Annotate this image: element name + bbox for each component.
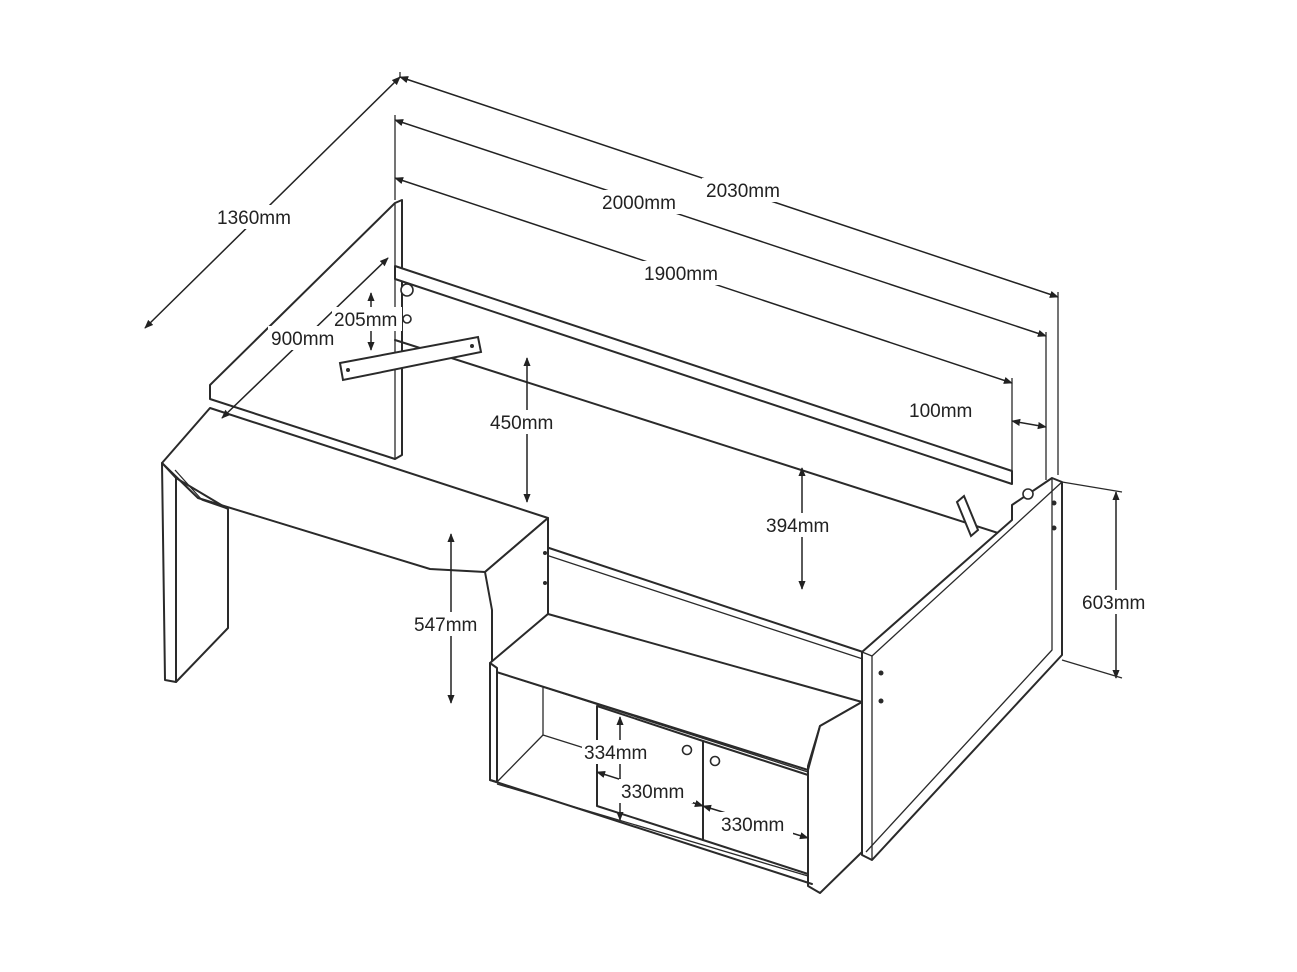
desk-clearance-label: 450mm [490,413,553,434]
overall-length-label: 2030mm [706,181,780,202]
desk-leg-panel [161,462,177,683]
mattress-width-label: 900mm [271,329,334,350]
overall-width-label: 1360mm [217,208,291,229]
desk-height-label: 547mm [414,615,477,636]
underbed-height-label: 394mm [766,516,829,537]
compartment-width-right-label: 330mm [721,815,784,836]
storage-left-panel [489,662,498,783]
compartment-width-left-label: 330mm [621,782,684,803]
mattress-length-label: 1900mm [644,264,718,285]
headboard-offset-label: 100mm [909,401,972,422]
storage-unit [489,613,863,894]
back-rail [394,265,1013,485]
desk [161,407,549,683]
rail-height-label: 205mm [334,310,397,331]
frame-length-label: 2000mm [602,193,676,214]
dimension-labels: 2030mm 2000mm 1900mm 1360mm 900mm 205mm … [214,178,1156,836]
overall-height-label: 603mm [1082,593,1145,614]
shelf-height-label: 334mm [584,743,647,764]
right-end-panel [861,477,1063,861]
slat-support-bracket-right [955,494,980,538]
